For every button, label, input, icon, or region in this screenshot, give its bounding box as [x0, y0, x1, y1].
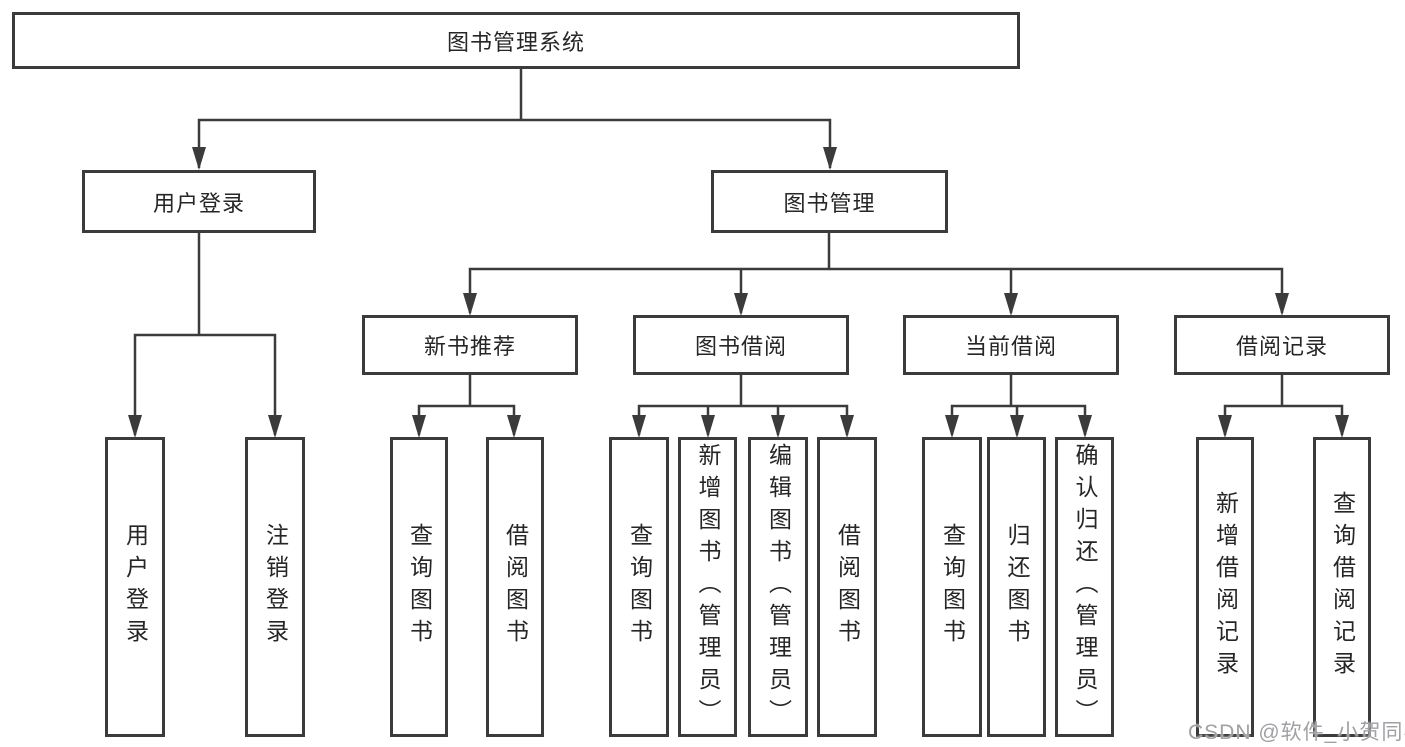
node-library-system-label: 图书管理系统 — [446, 29, 585, 55]
node-leaf-query-borrow-record-label: 查询借阅记录 — [1329, 491, 1356, 683]
node-leaf-logout: 注销登录 — [245, 437, 305, 737]
node-new-book-recommend-label: 新书推荐 — [423, 334, 516, 359]
node-leaf-query-books-2: 查询图书 — [609, 437, 669, 737]
node-leaf-borrow-books-1: 借阅图书 — [486, 437, 544, 737]
node-leaf-query-books-1: 查询图书 — [390, 437, 448, 737]
connector-user-login-elbow — [133, 333, 277, 435]
node-leaf-return-books: 归还图书 — [987, 437, 1046, 737]
connector-new-book-elbow — [417, 375, 516, 435]
node-leaf-logout-label: 注销登录 — [262, 523, 289, 651]
node-leaf-user-login: 用户登录 — [105, 437, 165, 737]
node-leaf-query-books-1-label: 查询图书 — [406, 523, 433, 651]
node-leaf-return-books-label: 归还图书 — [1004, 523, 1030, 651]
watermark: CSDN @软件_小贺同学 — [1188, 721, 1405, 744]
node-new-book-recommend: 新书推荐 — [362, 315, 578, 375]
node-leaf-add-books-admin-label: 新增图书（管理员） — [695, 443, 721, 731]
node-book-management: 图书管理 — [711, 170, 948, 233]
node-book-borrowing: 图书借阅 — [633, 315, 849, 375]
node-leaf-confirm-return-admin-label: 确认归还（管理员） — [1072, 443, 1098, 731]
node-borrowing-records-label: 借阅记录 — [1235, 334, 1328, 359]
node-user-login-label: 用户登录 — [152, 190, 245, 216]
node-leaf-query-borrow-record: 查询借阅记录 — [1313, 437, 1371, 737]
connector-level1 — [197, 118, 832, 168]
node-leaf-edit-books-admin: 编辑图书（管理员） — [748, 437, 808, 737]
node-leaf-add-borrow-record-label: 新增借阅记录 — [1212, 491, 1239, 683]
node-leaf-borrow-books-2-label: 借阅图书 — [834, 523, 861, 651]
connector-borrowing-elbow — [637, 375, 849, 435]
node-current-borrowing: 当前借阅 — [903, 315, 1119, 375]
node-leaf-edit-books-admin-label: 编辑图书（管理员） — [765, 443, 792, 731]
connector-book-mgmt-elbow — [468, 267, 1284, 313]
node-leaf-query-books-3: 查询图书 — [922, 437, 982, 737]
node-leaf-query-books-3-label: 查询图书 — [939, 523, 966, 651]
node-leaf-borrow-books-2: 借阅图书 — [817, 437, 877, 737]
connector-records-elbow — [1223, 375, 1344, 435]
node-borrowing-records: 借阅记录 — [1174, 315, 1390, 375]
node-leaf-confirm-return-admin: 确认归还（管理员） — [1055, 437, 1114, 737]
node-leaf-user-login-label: 用户登录 — [122, 523, 149, 651]
node-book-borrowing-label: 图书借阅 — [694, 334, 787, 359]
node-leaf-add-borrow-record: 新增借阅记录 — [1196, 437, 1254, 737]
node-user-login: 用户登录 — [82, 170, 316, 233]
node-library-system: 图书管理系统 — [12, 12, 1020, 69]
node-book-management-label: 图书管理 — [783, 190, 876, 216]
node-current-borrowing-label: 当前借阅 — [964, 334, 1057, 359]
node-leaf-query-books-2-label: 查询图书 — [626, 523, 653, 651]
node-leaf-add-books-admin: 新增图书（管理员） — [678, 437, 737, 737]
node-leaf-borrow-books-1-label: 借阅图书 — [502, 523, 529, 651]
arrowheads — [128, 147, 1349, 438]
